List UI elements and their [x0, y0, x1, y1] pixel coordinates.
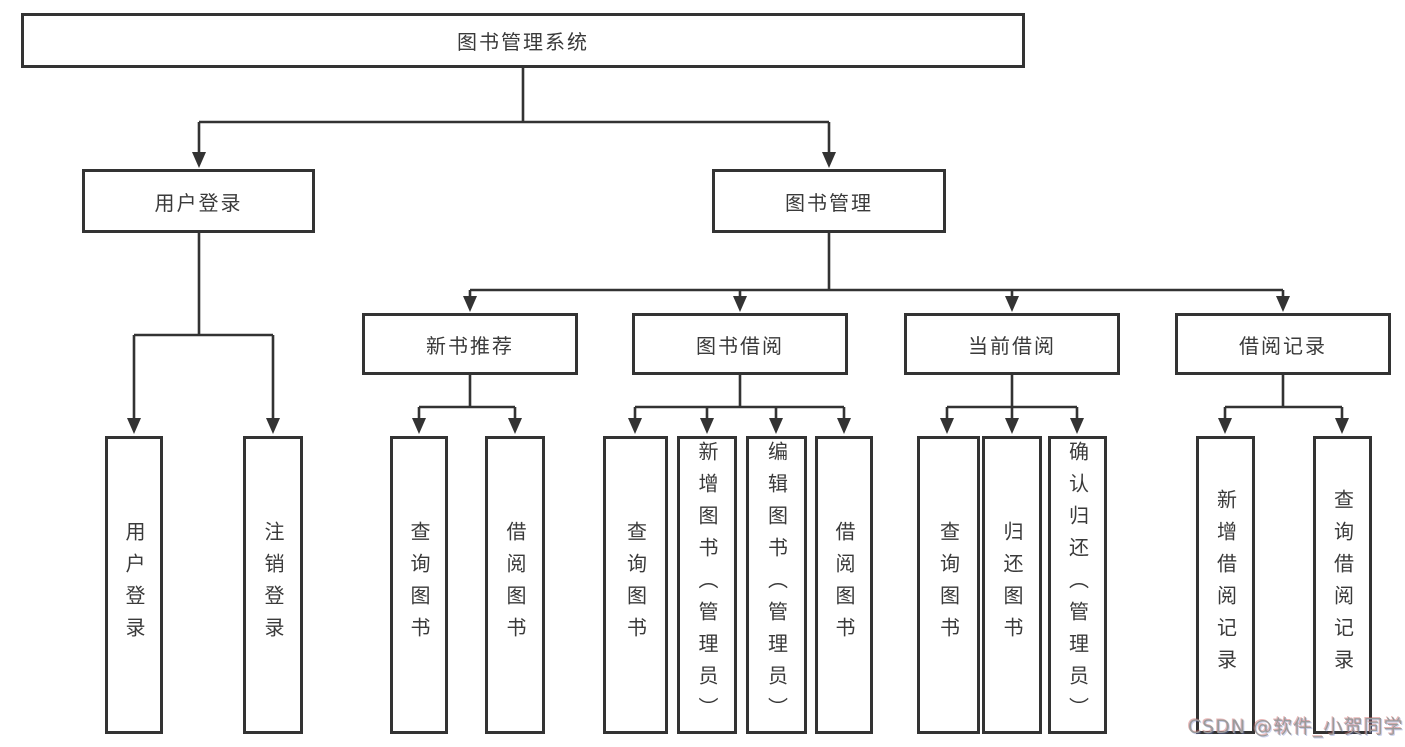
leaf-query-borrow-record-label: 查询借阅记录 — [1330, 489, 1355, 681]
leaf-borrow-query-books-label: 查询图书 — [623, 521, 648, 649]
leaf-recommend-borrow-books: 借阅图书 — [485, 436, 545, 734]
leaf-add-borrow-record-label: 新增借阅记录 — [1213, 489, 1238, 681]
node-user-login: 用户登录 — [82, 169, 315, 233]
node-current-borrow: 当前借阅 — [904, 313, 1120, 375]
edge-current-borrow-children — [945, 375, 1079, 418]
node-root-system-label: 图书管理系统 — [457, 30, 589, 54]
leaf-recommend-query-books-label: 查询图书 — [407, 521, 431, 649]
leaf-recommend-query-books: 查询图书 — [390, 436, 448, 734]
leaf-confirm-return-admin: 确认归还（管理员） — [1048, 436, 1107, 734]
leaf-logout-label: 注销登录 — [261, 521, 285, 649]
leaf-edit-books-admin-label: 编辑图书（管理员） — [764, 441, 789, 729]
edge-new-book-recommend-children — [417, 375, 517, 418]
node-book-management-label: 图书管理 — [785, 190, 873, 215]
leaf-user-login: 用户登录 — [105, 436, 163, 734]
node-current-borrow-label: 当前借阅 — [968, 333, 1056, 358]
leaf-current-query-books: 查询图书 — [917, 436, 980, 734]
leaf-borrow-query-books: 查询图书 — [603, 436, 668, 734]
leaf-add-books-admin: 新增图书（管理员） — [677, 436, 737, 734]
node-book-borrow: 图书借阅 — [632, 313, 848, 375]
node-borrow-records: 借阅记录 — [1175, 313, 1391, 375]
leaf-add-borrow-record: 新增借阅记录 — [1196, 436, 1255, 734]
edge-root-to-level2 — [197, 68, 831, 152]
edge-book-management-children — [468, 233, 1285, 296]
leaf-current-query-books-label: 查询图书 — [936, 521, 961, 649]
leaf-edit-books-admin: 编辑图书（管理员） — [746, 436, 807, 734]
node-new-book-recommend-label: 新书推荐 — [426, 333, 514, 358]
leaf-recommend-borrow-books-label: 借阅图书 — [503, 521, 527, 649]
leaf-add-books-admin-label: 新增图书（管理员） — [695, 441, 719, 729]
leaf-query-borrow-record: 查询借阅记录 — [1313, 436, 1372, 734]
leaf-return-books-label: 归还图书 — [1000, 521, 1024, 649]
leaf-confirm-return-admin-label: 确认归还（管理员） — [1065, 441, 1090, 729]
leaf-user-login-label: 用户登录 — [122, 521, 146, 649]
leaf-borrow-books-label: 借阅图书 — [832, 521, 856, 649]
edge-user-login-children — [132, 233, 275, 418]
node-borrow-records-label: 借阅记录 — [1239, 333, 1327, 358]
leaf-borrow-books: 借阅图书 — [815, 436, 873, 734]
edge-book-borrow-children — [633, 375, 846, 418]
csdn-watermark: CSDN @软件_小贺同学 — [1188, 716, 1404, 738]
node-new-book-recommend: 新书推荐 — [362, 313, 578, 375]
node-book-management: 图书管理 — [712, 169, 946, 233]
node-book-borrow-label: 图书借阅 — [696, 333, 784, 358]
node-root-system: 图书管理系统 — [21, 13, 1025, 68]
leaf-return-books: 归还图书 — [982, 436, 1042, 734]
edge-borrow-records-children — [1223, 375, 1344, 418]
leaf-logout: 注销登录 — [243, 436, 303, 734]
arrowheads — [127, 152, 1349, 434]
node-user-login-label: 用户登录 — [154, 190, 243, 215]
